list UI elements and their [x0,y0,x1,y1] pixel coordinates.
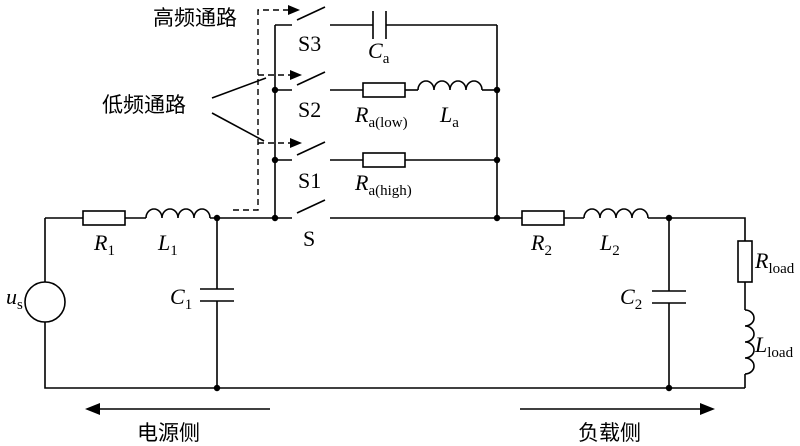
switch-s-label: S [303,226,315,251]
junction-dot [665,384,673,392]
capacitor-ca [372,11,387,39]
inductor-lload [744,309,755,375]
capacitor-c2 [652,290,686,304]
inductor-l1 [145,208,211,219]
la-label: La [439,102,459,131]
junction-dot [271,86,279,94]
us-label: us [6,284,23,313]
low-freq-leaders [211,77,267,142]
junction-dot [271,156,279,164]
ca-label: Ca [368,38,390,67]
source-side-label: 电源侧 [137,421,200,445]
source-side-wiring [44,217,745,389]
arrowhead [290,138,302,148]
inductor-l2 [583,208,649,219]
junction-dot [493,214,501,222]
inductor-la [417,80,483,91]
arrowhead [85,403,100,415]
l2-label: L2 [599,230,620,259]
capacitor-c1 [200,288,234,302]
c1-label: C1 [170,284,192,313]
junction-dot [271,214,279,222]
switch-s3-label: S3 [298,31,321,56]
voltage-source-us [24,281,66,323]
junction-dots [213,86,673,392]
resistor-r2 [521,210,565,226]
switch-s1-label: S1 [298,168,321,193]
junction-dot [493,156,501,164]
switch-block-wiring [274,6,522,219]
load-side-label: 负载侧 [578,421,641,445]
r1-label: R1 [93,230,115,259]
arrowhead [288,5,300,15]
junction-dot [213,214,221,222]
load-side-wiring [564,217,746,388]
high-freq-path-label: 高频通路 [153,6,237,30]
ra-high-label: Ra(high) [354,170,412,199]
resistor-ra-low [362,82,406,98]
junction-dot [213,384,221,392]
resistor-rload [737,240,753,283]
junction-dot [493,86,501,94]
resistor-r1 [82,210,126,226]
arrowhead [290,70,302,80]
resistor-ra-high [362,152,406,168]
ra-low-label: Ra(low) [354,102,408,131]
direction-arrows [85,403,715,415]
low-freq-path-label: 低频通路 [102,93,186,117]
junction-dot [665,214,673,222]
switch-s2-label: S2 [298,97,321,122]
arrowhead [700,403,715,415]
control-dashes [233,5,302,211]
rload-label: Rload [754,248,795,277]
r2-label: R2 [530,230,552,259]
lload-label: Lload [754,332,794,361]
c2-label: C2 [620,284,642,313]
l1-label: L1 [157,230,178,259]
